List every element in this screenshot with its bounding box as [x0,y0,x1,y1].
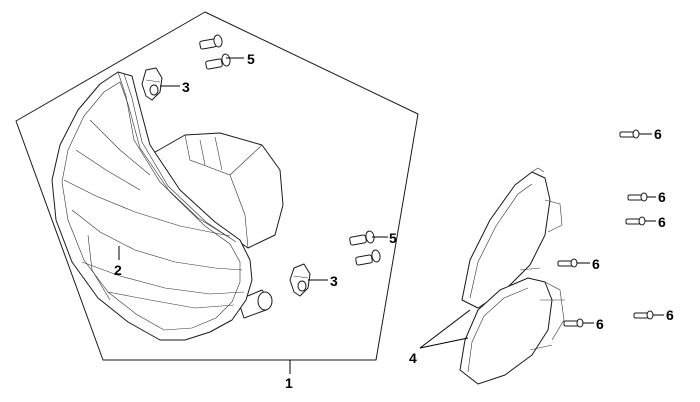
callout-1: 1 [285,375,293,391]
small-screw-6b [627,192,648,202]
leader-lines [118,57,664,374]
small-screw-6c [625,216,646,226]
screw-lower-b [355,249,381,266]
screw-upper-b [205,53,231,70]
callout-6b: 6 [658,189,666,205]
screw-lower-a [349,230,375,246]
callout-4: 4 [409,350,417,366]
callout-6f: 6 [666,307,674,323]
callout-6c: 6 [658,214,666,230]
turn-signal-lower [459,277,565,385]
callout-6d: 6 [592,256,600,272]
callout-3-lower: 3 [330,273,338,289]
bracket-clip-lower [289,263,311,297]
small-screw-6f [633,310,654,320]
callout-3-upper: 3 [182,79,190,95]
small-screw-6a [619,129,640,139]
assembly-boundary [15,11,419,361]
callout-5-lower: 5 [389,230,397,246]
callout-6e: 6 [596,316,604,332]
screw-upper-a [199,34,223,50]
callout-6a: 6 [654,126,662,142]
callout-5-upper: 5 [247,51,255,67]
small-screw-6d [557,258,578,268]
bracket-clip-upper [141,67,163,101]
callout-2: 2 [114,262,122,278]
headlight-assembly [51,71,284,341]
small-screw-6e [563,318,584,328]
